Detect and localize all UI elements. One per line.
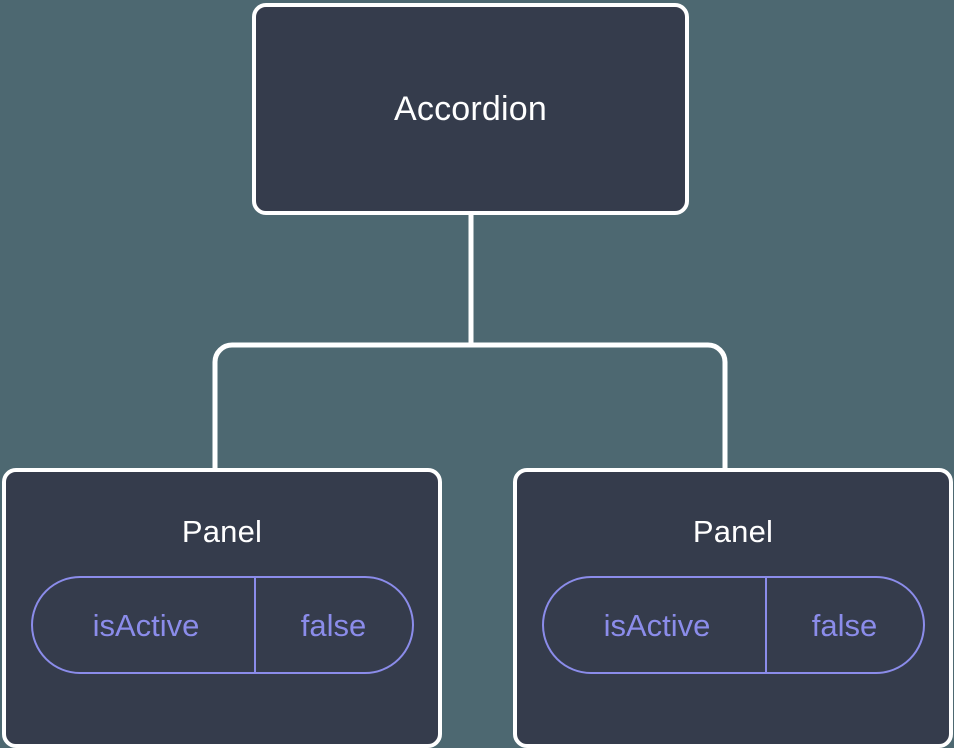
prop-value-1: false — [253, 578, 412, 672]
node-panel-2[interactable]: Panel isActive false — [513, 468, 953, 748]
prop-pill-isactive-2[interactable]: isActive false — [541, 576, 925, 674]
prop-key-1: isActive — [92, 607, 200, 643]
node-panel-1[interactable]: Panel isActive false — [2, 468, 442, 748]
connector-branch-left — [212, 342, 471, 470]
node-panel-2-label: Panel — [692, 514, 774, 549]
prop-value-2: false — [764, 578, 923, 672]
prop-pill-isactive-1[interactable]: isActive false — [30, 576, 414, 674]
node-accordion[interactable]: Accordion — [252, 3, 689, 215]
connector-branch-right — [471, 342, 728, 470]
node-panel-1-label: Panel — [181, 514, 263, 549]
prop-key-2: isActive — [603, 607, 711, 643]
node-accordion-label: Accordion — [394, 90, 547, 128]
